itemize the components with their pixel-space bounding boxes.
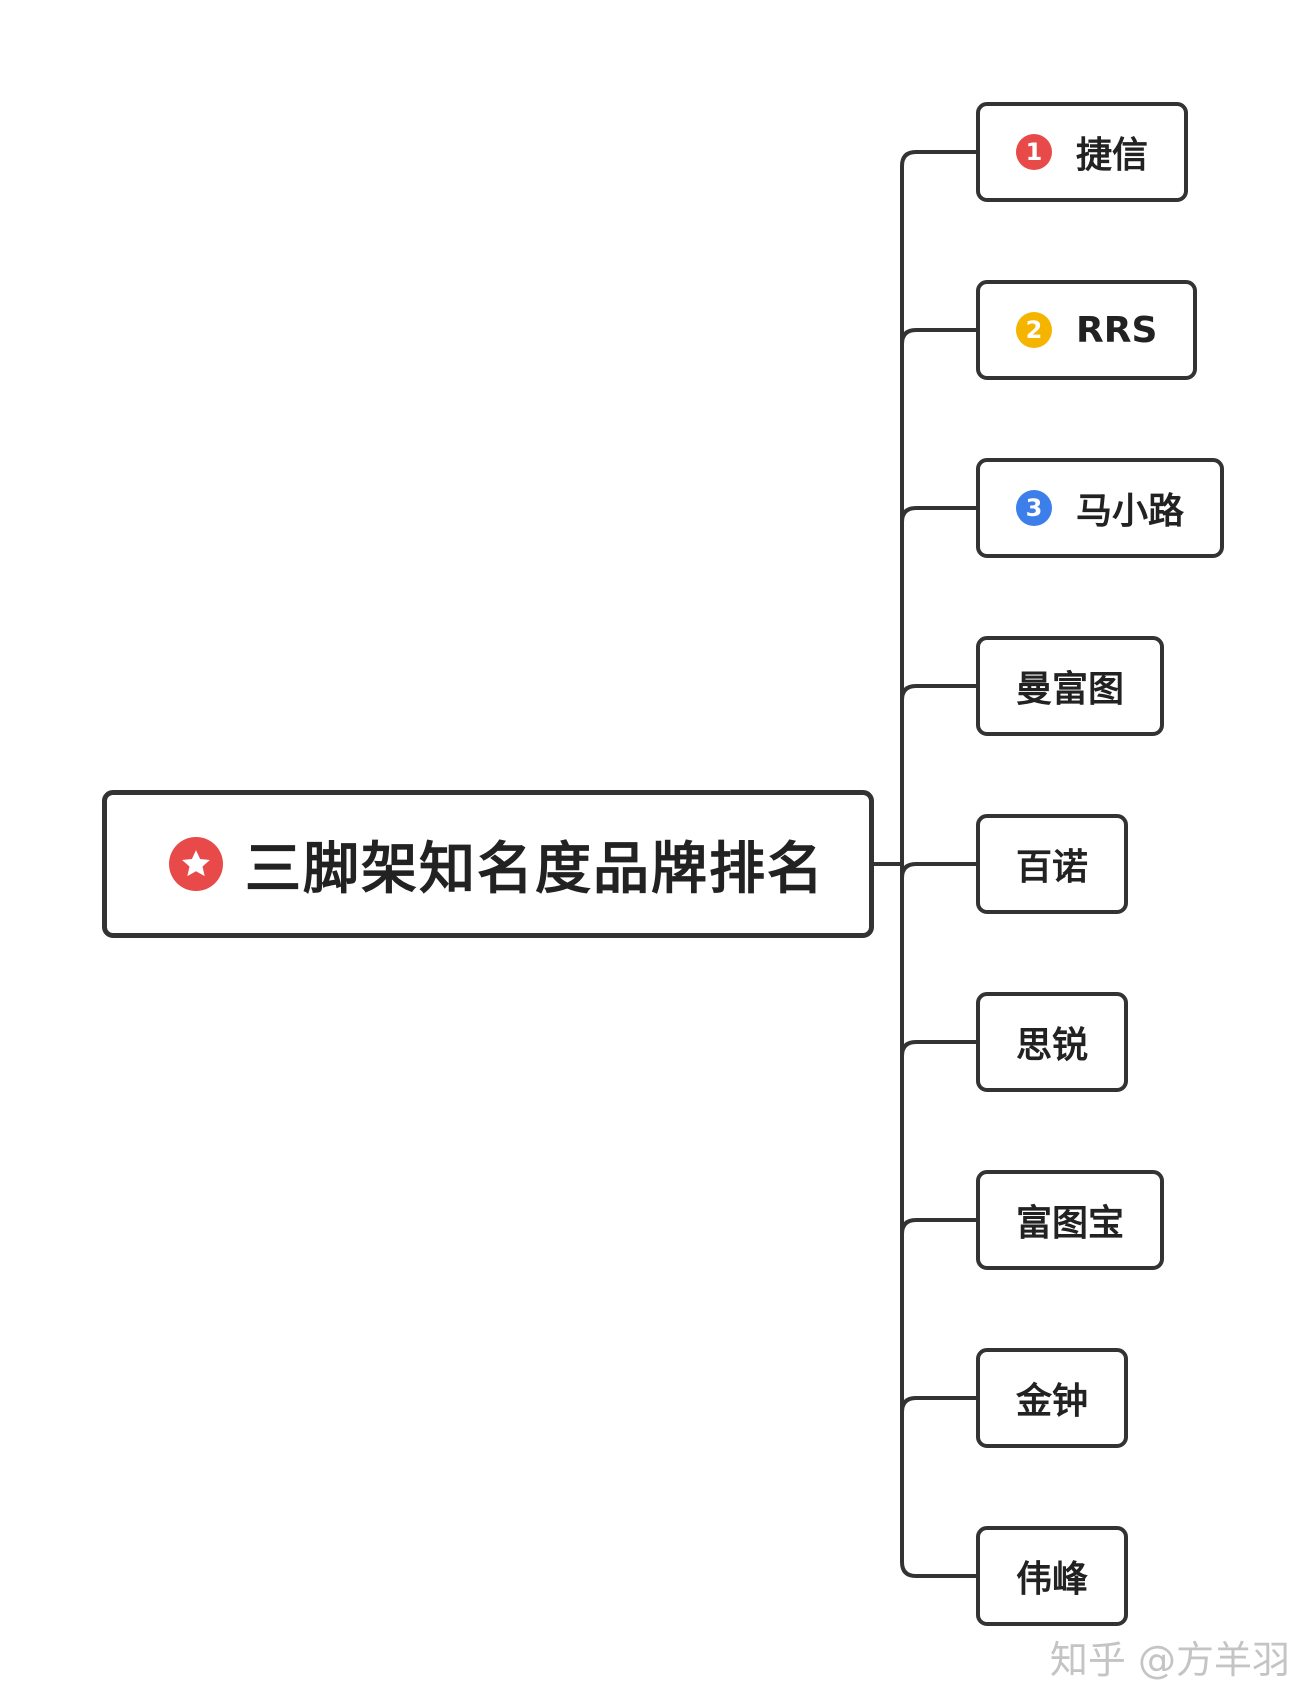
child-label: 金钟	[1016, 1381, 1089, 1422]
rank-2-badge-icon: 2	[1016, 312, 1052, 348]
child-label: 伟峰	[1016, 1559, 1089, 1600]
child-node-4[interactable]: 曼富图	[976, 636, 1165, 736]
child-label: 曼富图	[1016, 669, 1125, 710]
branch-line-2	[900, 328, 976, 345]
child-node-8[interactable]: 金钟	[976, 1348, 1129, 1448]
rank-3-badge-icon: 3	[1016, 490, 1052, 526]
child-label: 思锐	[1016, 1025, 1089, 1066]
child-label: 捷信	[1076, 135, 1149, 176]
root-label: 三脚架知名度品牌排名	[245, 836, 825, 902]
branch-line-6	[900, 1040, 976, 1057]
watermark: 知乎 @方羊羽	[1049, 1638, 1290, 1682]
branch-line-3	[900, 506, 976, 523]
child-node-6[interactable]: 思锐	[976, 992, 1129, 1092]
star-icon	[169, 837, 223, 891]
rank-1-badge-icon: 1	[1016, 134, 1052, 170]
child-label: 马小路	[1076, 491, 1185, 532]
child-node-9[interactable]: 伟峰	[976, 1526, 1129, 1626]
branch-line-7	[900, 1218, 976, 1235]
root-node[interactable]: 三脚架知名度品牌排名	[102, 790, 874, 938]
child-node-5[interactable]: 百诺	[976, 814, 1129, 914]
child-node-3[interactable]: 3 马小路	[976, 458, 1225, 558]
branch-line-5	[900, 862, 976, 879]
branch-line-4	[900, 684, 976, 701]
child-label: RRS	[1076, 309, 1158, 351]
branch-line-8	[900, 1396, 976, 1413]
child-node-1[interactable]: 1 捷信	[976, 102, 1189, 202]
child-node-7[interactable]: 富图宝	[976, 1170, 1165, 1270]
child-label: 百诺	[1016, 847, 1089, 888]
child-label: 富图宝	[1016, 1203, 1125, 1244]
child-node-2[interactable]: 2 RRS	[976, 280, 1198, 380]
